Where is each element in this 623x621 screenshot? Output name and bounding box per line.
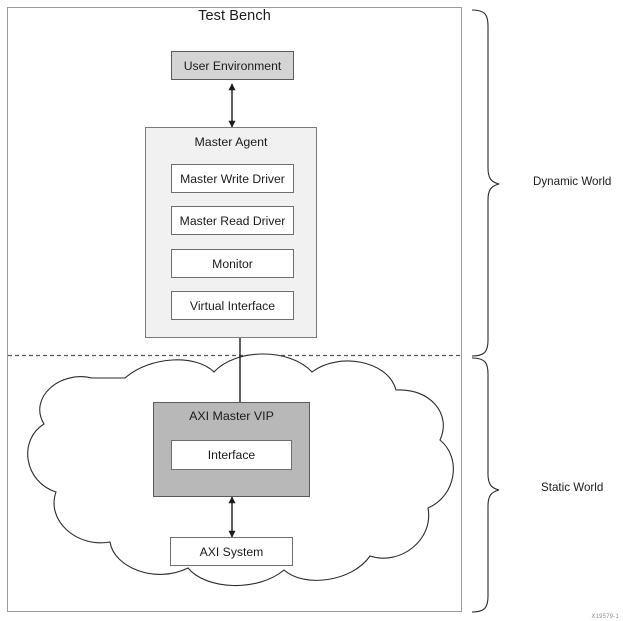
static-world-brace xyxy=(471,357,500,613)
figure-id-watermark: X19579-1 xyxy=(591,614,619,620)
node-label: Interface xyxy=(207,448,256,462)
node-axi-system[interactable]: AXI System xyxy=(170,537,293,566)
node-label: Master Write Driver xyxy=(180,171,285,186)
page-title: Test Bench xyxy=(198,8,271,24)
axi-master-vip-label: AXI Master VIP xyxy=(189,409,274,423)
node-user-environment[interactable]: User Environment xyxy=(171,51,294,80)
node-master-read-driver[interactable]: Master Read Driver xyxy=(171,206,294,235)
dynamic-world-brace xyxy=(471,9,500,357)
node-master-write-driver[interactable]: Master Write Driver xyxy=(171,164,294,193)
node-label: AXI System xyxy=(199,544,264,559)
node-label: Virtual Interface xyxy=(189,298,276,313)
node-label: Monitor xyxy=(212,256,253,271)
dynamic-world-label: Dynamic World xyxy=(533,175,612,188)
master-agent-label: Master Agent xyxy=(194,135,268,149)
node-monitor[interactable]: Monitor xyxy=(171,249,294,278)
node-interface[interactable]: Interface xyxy=(171,440,292,470)
node-label: User Environment xyxy=(183,58,282,73)
node-label: Master Read Driver xyxy=(179,213,286,228)
static-world-label: Static World xyxy=(541,481,604,494)
node-virtual-interface[interactable]: Virtual Interface xyxy=(171,291,294,320)
